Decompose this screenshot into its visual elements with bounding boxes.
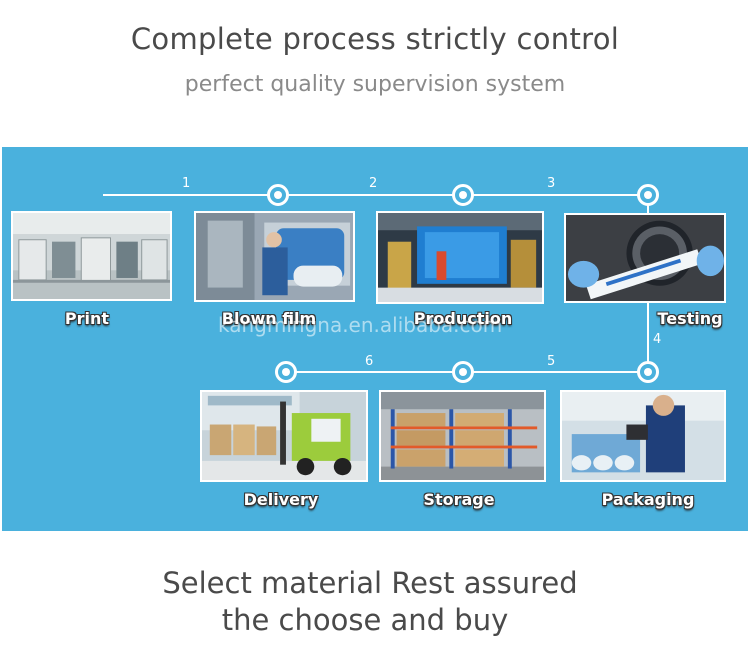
flow-node <box>267 184 289 206</box>
step-label-print: Print <box>64 309 110 328</box>
packaging-photo <box>560 390 726 482</box>
step-number-3: 3 <box>547 176 556 191</box>
step-number-6: 6 <box>365 354 374 369</box>
step-label-production: Production <box>413 309 513 328</box>
delivery-photo <box>200 390 368 482</box>
page-subtitle: perfect quality supervision system <box>184 72 566 97</box>
production-photo <box>376 211 544 304</box>
flow-node <box>275 361 297 383</box>
flow-node <box>452 184 474 206</box>
step-number-1: 1 <box>182 176 191 191</box>
storage-photo <box>379 390 546 482</box>
step-label-delivery: Delivery <box>243 490 319 509</box>
watermark: kangmingna.en.alibaba.com <box>218 313 503 337</box>
page-title: Complete process strictly control <box>130 22 620 56</box>
step-label-blown-film: Blown film <box>221 309 317 328</box>
footer-line-2: the choose and buy <box>221 603 509 637</box>
flow-node <box>637 361 659 383</box>
flow-node <box>637 184 659 206</box>
footer-line-1: Select material Rest assured <box>162 566 578 600</box>
print-photo <box>11 211 172 301</box>
testing-photo <box>564 213 726 303</box>
step-label-packaging: Packaging <box>601 490 695 509</box>
step-number-2: 2 <box>369 176 378 191</box>
blown-film-photo <box>194 211 355 302</box>
flow-line-top <box>103 194 649 196</box>
step-number-5: 5 <box>547 354 556 369</box>
step-number-4: 4 <box>653 332 662 347</box>
flow-node <box>452 361 474 383</box>
step-label-storage: Storage <box>423 490 495 509</box>
step-label-testing: Testing <box>657 309 723 328</box>
